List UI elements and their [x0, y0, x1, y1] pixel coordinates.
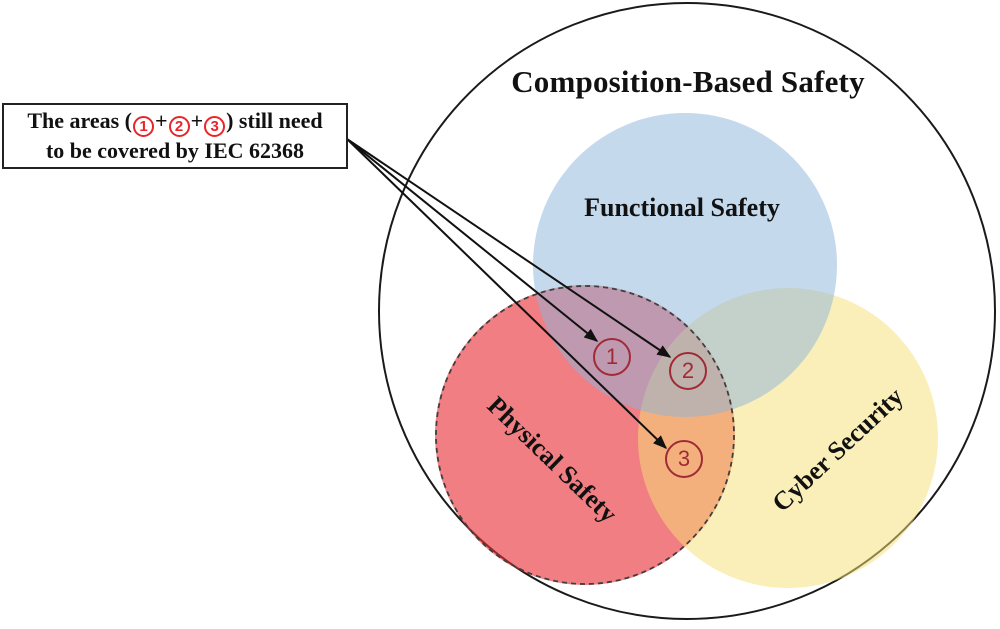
region-marker-1: 1	[593, 338, 631, 376]
callout-number-3-icon: 3	[204, 116, 226, 138]
callout-text-before: The areas (	[27, 107, 133, 133]
callout-line-2: to be covered by IEC 62368	[45, 138, 305, 164]
callout-plus-1: +	[155, 107, 168, 133]
region-marker-2: 2	[669, 352, 707, 390]
label-functional-safety: Functional Safety	[584, 193, 780, 222]
callout-box: The areas (1+2+3) still need to be cover…	[2, 103, 348, 169]
figure-title: Composition-Based Safety	[511, 64, 865, 99]
region-marker-3: 3	[665, 440, 703, 478]
callout-number-1-icon: 1	[133, 116, 155, 138]
callout-text-after: ) still need	[226, 107, 323, 133]
callout-line-1: The areas (1+2+3) still need	[27, 107, 323, 138]
callout-number-2-icon: 2	[168, 116, 190, 138]
callout-plus-2: +	[190, 107, 204, 133]
